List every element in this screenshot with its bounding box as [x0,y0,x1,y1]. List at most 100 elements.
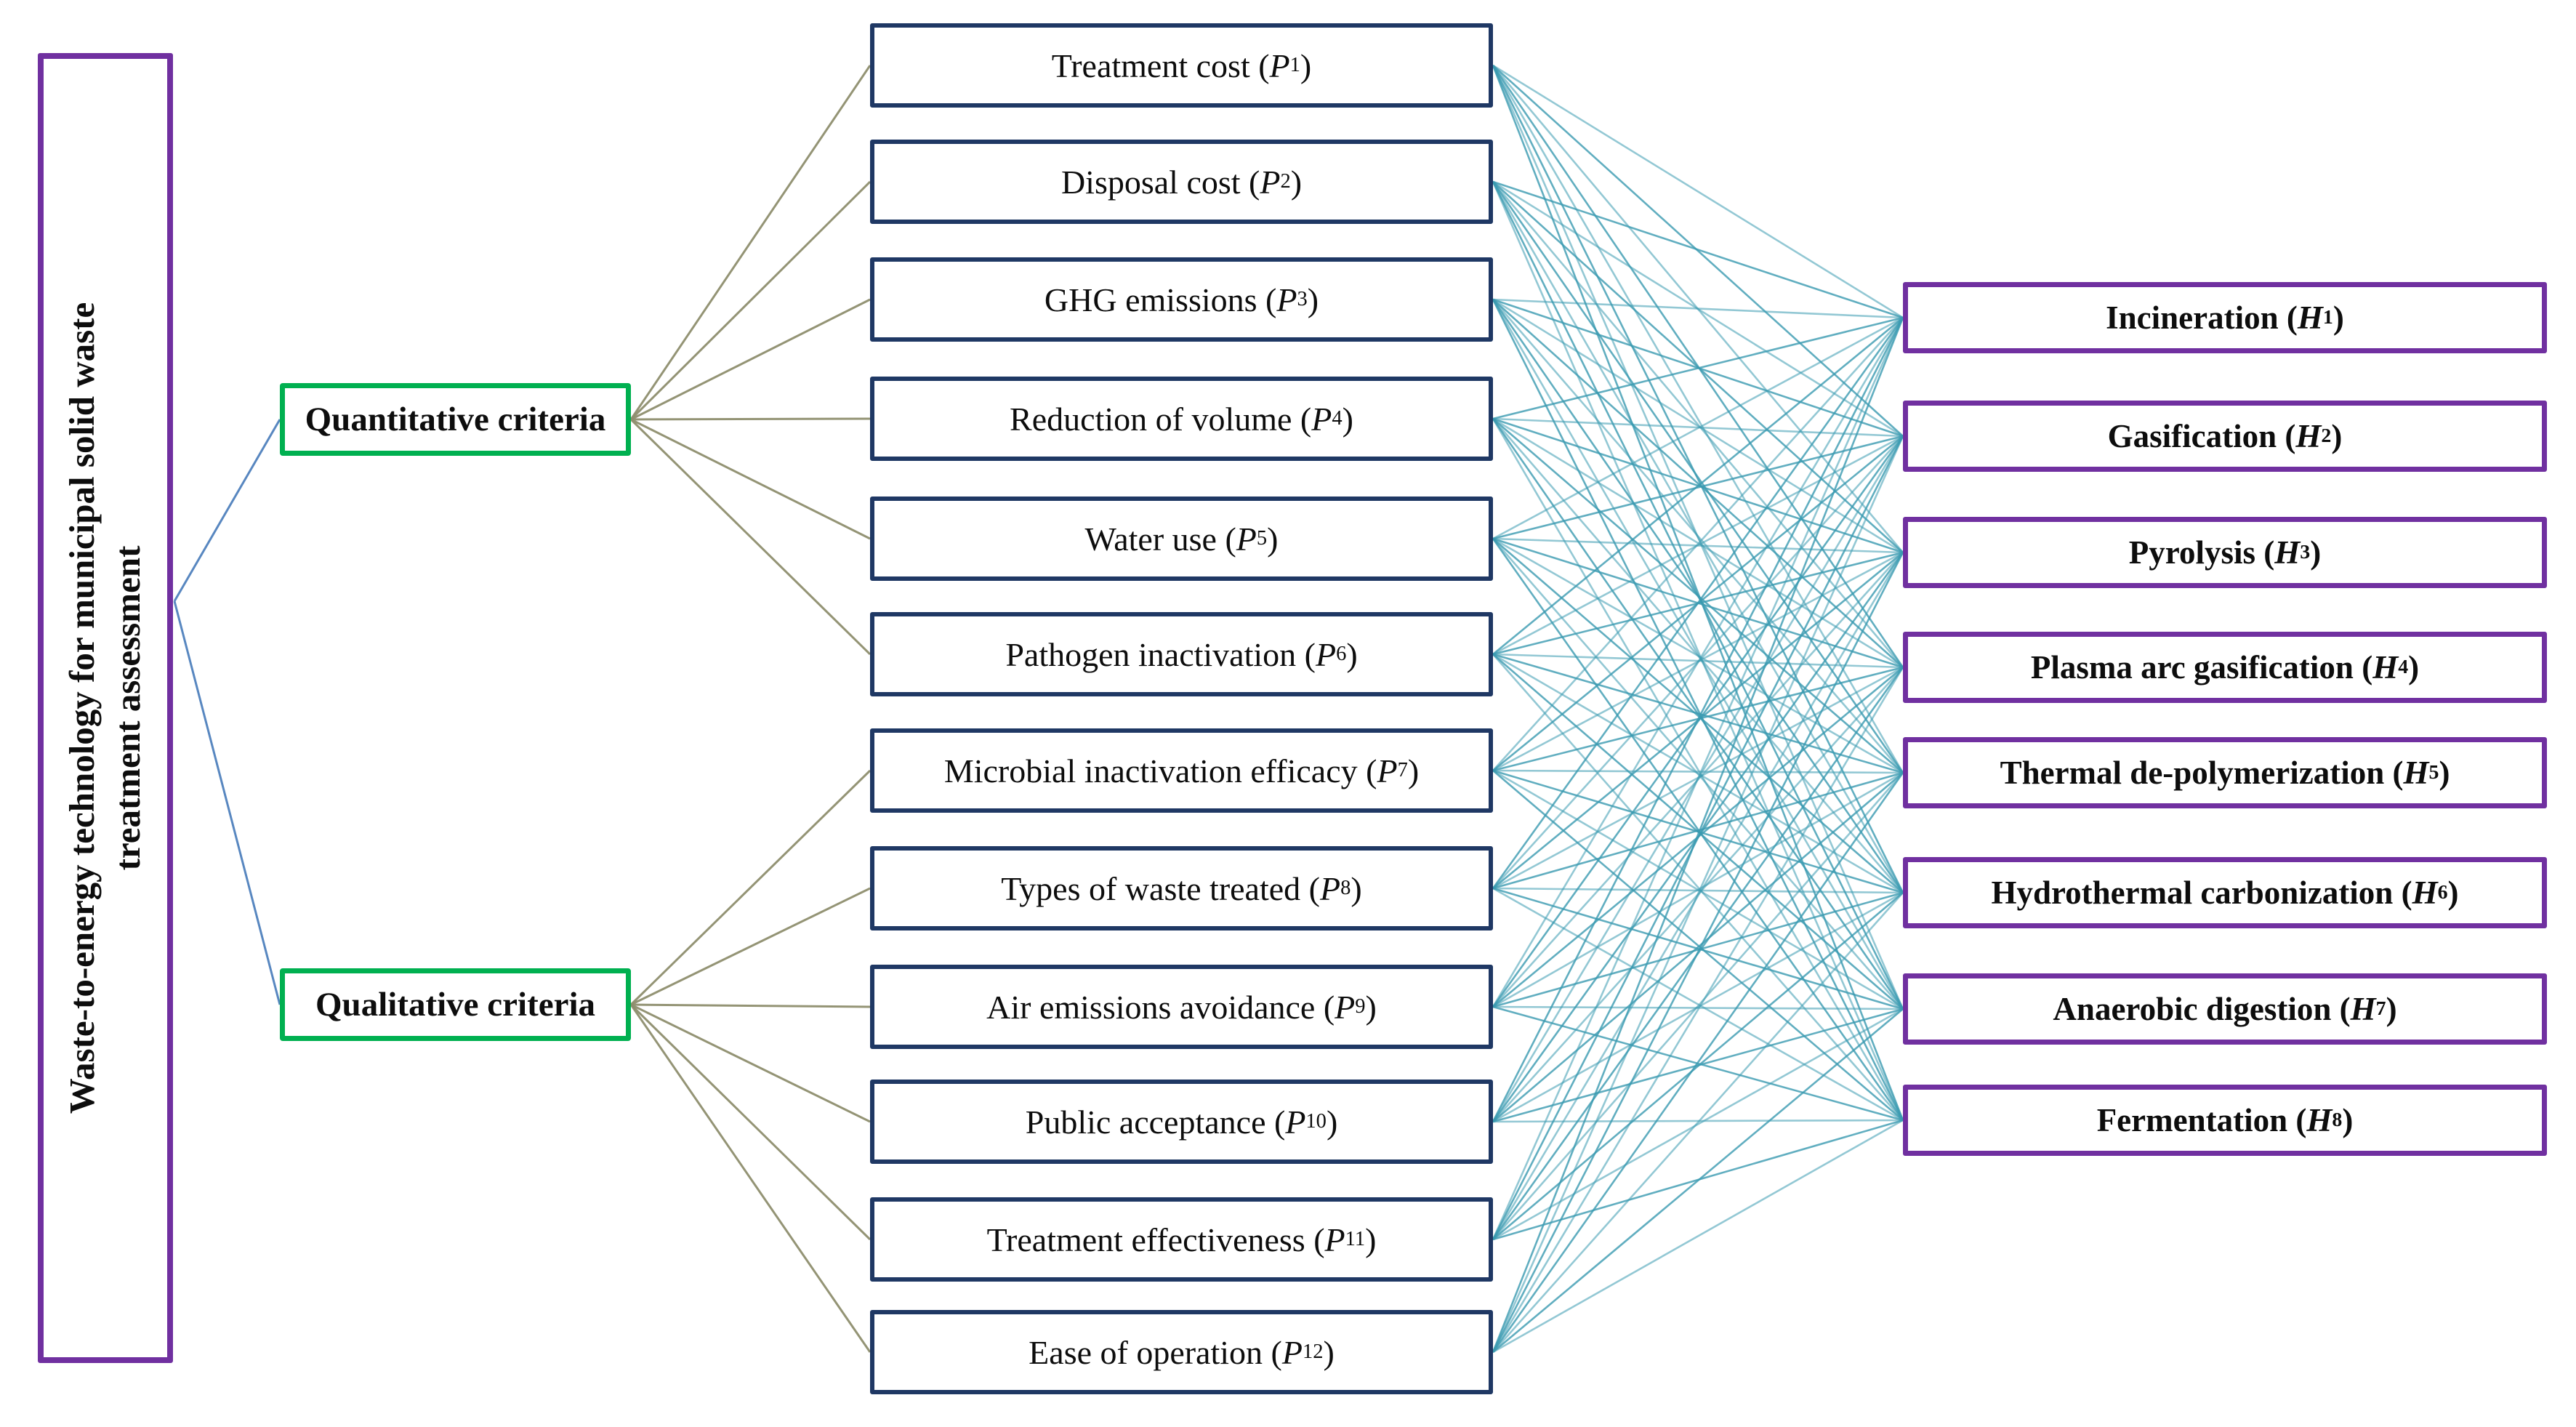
node-label-close: ) [2447,875,2459,911]
edge-group-criterion [629,418,872,656]
node-label-close: ) [1323,1333,1335,1371]
node-label-close: ) [1290,163,1303,201]
edge-criterion-alternative [1492,1119,1904,1123]
edge-criterion-alternative [1492,299,1904,668]
group-box-quantitative: Quantitative criteria [280,383,631,456]
edge-criterion-alternative [1492,538,1904,1121]
edge-group-criterion [630,418,871,540]
edge-criterion-alternative [1492,770,1904,1121]
node-symbol: P [1320,869,1341,907]
node-label-close: ) [2331,418,2343,454]
node-symbol: H [2403,755,2429,791]
edge-criterion-alternative [1492,667,1904,1353]
node-label: Air emissions avoidance ( [986,988,1335,1026]
edge-criterion-alternative [1492,65,1904,893]
node-symbol: P [1276,281,1297,318]
edge-criterion-alternative [1492,769,1904,894]
node-label-close: ) [1365,1221,1377,1258]
edge-criterion-alternative [1492,181,1904,668]
edge-criterion-alternative [1492,181,1904,773]
root-goal-text-line2: treatment assessment [108,545,148,871]
group-label-qualitative: Qualitative criteria [315,986,595,1024]
node-symbol: P [1324,1221,1345,1258]
edge-root-qualitative [173,600,281,1005]
node-label: Plasma arc gasification ( [2030,649,2373,686]
edge-group-criterion [629,1004,872,1353]
node-label: Fermentation ( [2096,1102,2307,1138]
node-symbol: P [1315,635,1337,673]
node-label-close: ) [2408,649,2420,686]
node-label-close: ) [1326,1103,1338,1141]
node-label: Anaerobic digestion ( [2053,991,2351,1027]
node-symbol: P [1311,400,1332,438]
edge-criterion-alternative [1492,65,1904,1121]
node-label-close: ) [1365,988,1377,1026]
node-label-close: ) [2342,1102,2354,1138]
node-symbol: H [2297,300,2323,336]
node-label-close: ) [1300,47,1312,84]
edge-group-criterion [629,1003,872,1241]
edge-group-criterion [629,769,872,1006]
node-label: Pyrolysis ( [2128,534,2275,571]
node-symbol: H [2412,875,2438,911]
node-label: Incineration ( [2106,300,2298,336]
edge-criterion-alternative [1492,316,1904,540]
edge-criterion-alternative [1492,887,1904,1122]
edge-criterion-alternative [1492,65,1904,773]
node-symbol: H [2372,649,2399,686]
edge-criterion-alternative [1492,316,1904,656]
edge-criterion-alternative [1492,435,1904,1240]
edge-criterion-alternative [1492,1008,1904,1241]
node-symbol: P [1281,1333,1303,1371]
edge-group-criterion [630,887,871,1006]
edge-criterion-alternative [1492,317,1904,1122]
edge-criterion-alternative [1492,892,1904,1353]
edge-criterion-alternative [1492,891,1904,1008]
edge-criterion-alternative [1492,418,1904,1121]
edge-criterion-alternative [1492,317,1904,889]
edge-root-quantitative [173,419,281,602]
node-label: Microbial inactivation efficacy ( [943,752,1377,789]
edge-criterion-alternative [1492,887,1904,1010]
node-label: GHG emissions ( [1044,281,1277,318]
edge-criterion-alternative [1492,317,1904,1240]
edge-criterion-alternative [1492,299,1904,1010]
edge-criterion-alternative [1492,299,1904,773]
edge-criterion-alternative [1492,772,1904,1353]
edge-criterion-alternative [1492,418,1904,773]
edge-criterion-alternative [1492,435,1904,1353]
node-symbol: H [2306,1102,2333,1138]
edge-criterion-alternative [1492,65,1904,437]
node-label-close: ) [1307,281,1319,318]
edge-criterion-alternative [1492,771,1904,1008]
edge-criterion-alternative [1492,298,1904,554]
edge-criterion-alternative [1492,653,1904,894]
edge-criterion-alternative [1492,64,1904,319]
edge-criterion-alternative [1492,653,1904,774]
edge-criterion-alternative [1492,771,1904,890]
node-label-close: ) [2310,534,2322,571]
edge-criterion-alternative [1492,537,1904,774]
node-symbol: P [1285,1103,1306,1141]
node-symbol: P [1269,47,1290,84]
node-label: Types of waste treated ( [1001,869,1320,907]
edge-criterion-alternative [1492,181,1904,1121]
node-label: Disposal cost ( [1060,163,1260,201]
edge-criterion-alternative [1492,316,1904,420]
